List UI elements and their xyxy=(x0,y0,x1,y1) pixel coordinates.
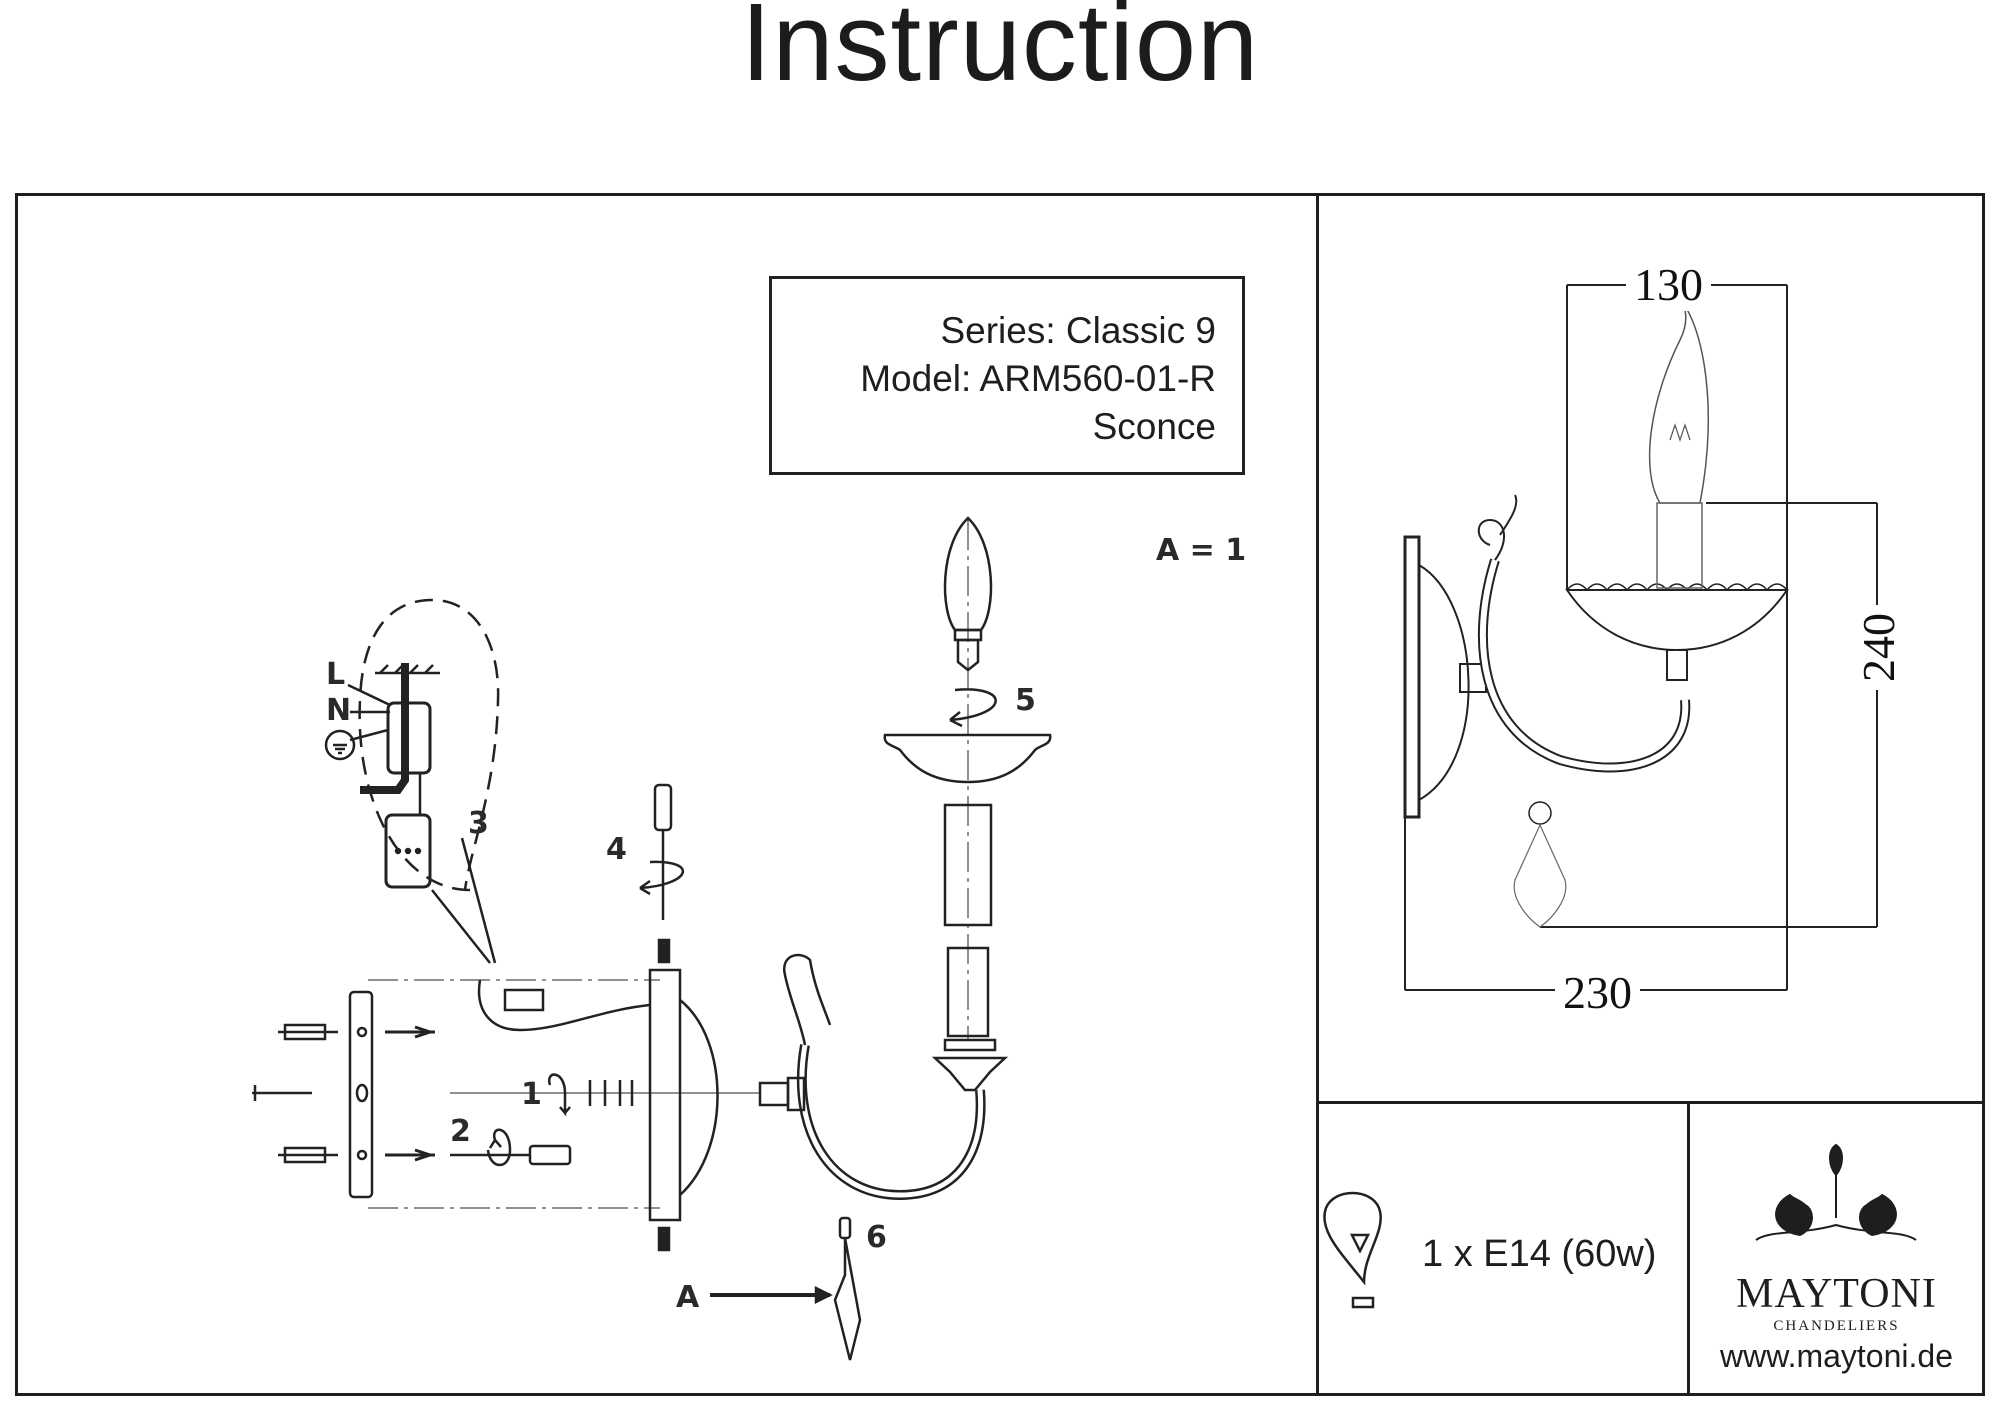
dimension-width-label: 130 xyxy=(1626,258,1711,311)
crystal-drop xyxy=(1513,823,1567,928)
rotate-arrow-step5 xyxy=(949,688,997,728)
cup-base xyxy=(931,1056,1009,1092)
model-label: Model: ARM560-01-R xyxy=(860,358,1216,399)
bobeche xyxy=(883,733,1052,784)
wall-plug-bottom xyxy=(278,1146,338,1164)
product-info-box: Series: Classic 9 Model: ARM560-01-R Sco… xyxy=(769,276,1245,475)
part-a-label: A xyxy=(676,1280,700,1315)
wire-label-neutral: N xyxy=(326,693,352,728)
junction-box xyxy=(384,813,432,889)
panel-divider-horizontal xyxy=(1316,1101,1985,1104)
footer-divider xyxy=(1687,1101,1690,1396)
arm-scroll xyxy=(782,953,832,1046)
arm-scroll-side xyxy=(1477,494,1518,561)
parts-quantity-note: A = 1 xyxy=(1156,533,1247,568)
brand-website-link[interactable]: www.maytoni.de xyxy=(1720,1338,1953,1374)
supply-cable xyxy=(360,663,409,794)
document-frame xyxy=(15,193,1985,1396)
wire-label-live: L xyxy=(326,657,346,692)
screw-bottom xyxy=(385,1148,435,1162)
candle-sleeve xyxy=(943,803,993,927)
brand-subtitle: CHANDELIERS xyxy=(1773,1318,1900,1334)
canopy-dome xyxy=(679,999,719,1196)
canopy-plate xyxy=(648,968,682,1222)
step-number-5: 5 xyxy=(1015,683,1036,718)
dim-line-height xyxy=(1540,502,1878,928)
page-title: Instruction xyxy=(740,0,1260,104)
backplate xyxy=(1403,535,1421,819)
dimension-depth-label: 230 xyxy=(1555,966,1640,1019)
wall-plug-top xyxy=(278,1023,338,1041)
anchor xyxy=(252,1085,312,1101)
step-number-4: 4 xyxy=(606,832,627,867)
step-number-1: 1 xyxy=(521,1077,542,1112)
canopy-profile xyxy=(1418,564,1470,801)
product-type-label: Sconce xyxy=(1092,406,1216,447)
wiring-callout-outline xyxy=(358,598,500,892)
bulb-specification: 1 x E14 (60w) xyxy=(1422,1233,1657,1275)
step-number-6: 6 xyxy=(866,1220,887,1255)
series-label: Series: Classic 9 xyxy=(940,310,1216,351)
crystal-pendant xyxy=(833,1237,862,1361)
step-number-3: 3 xyxy=(468,806,489,841)
screw-top xyxy=(385,1025,435,1039)
mounting-bracket xyxy=(348,990,374,1199)
ground-symbol-icon xyxy=(324,729,356,761)
step-number-2: 2 xyxy=(450,1114,471,1149)
panel-divider-vertical xyxy=(1316,193,1319,1396)
connector xyxy=(503,988,545,1012)
brand-name: MAYTONI xyxy=(1736,1271,1937,1317)
